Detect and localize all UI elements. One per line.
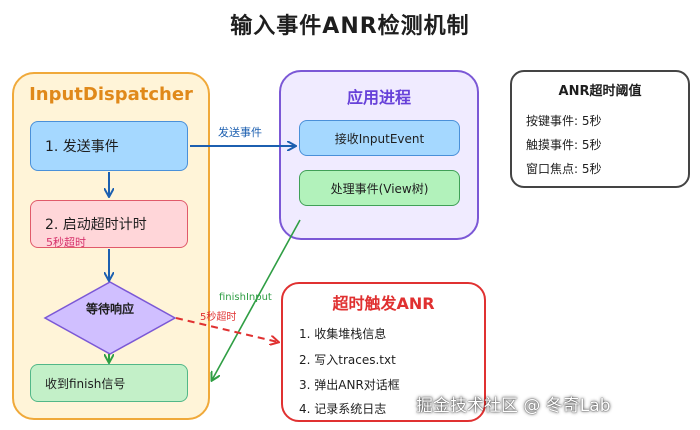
anr-step-dialog: 3. 弹出ANR对话框: [299, 378, 400, 392]
handle-event-label: 处理事件(View树): [330, 181, 429, 196]
edge-label-timeout: 5秒超时: [200, 310, 236, 323]
anr-step-log: 4. 记录系统日志: [299, 402, 387, 416]
arrow-timeout: [175, 317, 278, 342]
start-timer-box: 2. 启动超时计时: [30, 200, 188, 248]
anr-threshold-title: ANR超时阈值: [558, 84, 642, 99]
start-timer-label: 2. 启动超时计时: [45, 217, 147, 233]
receive-event-box: 接收InputEvent: [299, 120, 460, 156]
arrow-finish-input: [212, 219, 301, 380]
timeout-note: 5秒超时: [46, 236, 86, 249]
edge-label-send-event: 发送事件: [218, 125, 262, 139]
finish-received-label: 收到finish信号: [45, 376, 126, 391]
receive-event-label: 接收InputEvent: [334, 131, 425, 146]
threshold-focus: 窗口焦点: 5秒: [526, 162, 602, 176]
anr-trigger-title: 超时触发ANR: [332, 294, 435, 313]
anr-step-stack: 1. 收集堆栈信息: [299, 327, 387, 341]
anr-trigger-panel: 超时触发ANR 1. 收集堆栈信息 2. 写入traces.txt 3. 弹出A…: [281, 282, 486, 422]
input-dispatcher-title: InputDispatcher: [29, 84, 193, 105]
diagram-title: 输入事件ANR检测机制: [230, 14, 470, 39]
watermark: 掘金技术社区 @ 冬奇Lab: [416, 396, 611, 416]
app-process-title: 应用进程: [346, 88, 411, 107]
threshold-key: 按键事件: 5秒: [526, 114, 602, 128]
anr-step-traces: 2. 写入traces.txt: [299, 353, 396, 367]
anr-threshold-card: ANR超时阈值 按键事件: 5秒 触摸事件: 5秒 窗口焦点: 5秒: [510, 70, 690, 188]
threshold-touch: 触摸事件: 5秒: [526, 138, 602, 152]
send-event-box: 1. 发送事件: [30, 121, 188, 171]
send-event-label: 1. 发送事件: [45, 139, 119, 155]
handle-event-box: 处理事件(View树): [299, 170, 460, 206]
edge-label-finish-input: finishInput: [219, 292, 272, 303]
wait-response-diamond: [43, 281, 177, 355]
finish-received-box: 收到finish信号: [30, 364, 188, 402]
wait-response-label: 等待响应: [85, 302, 134, 316]
